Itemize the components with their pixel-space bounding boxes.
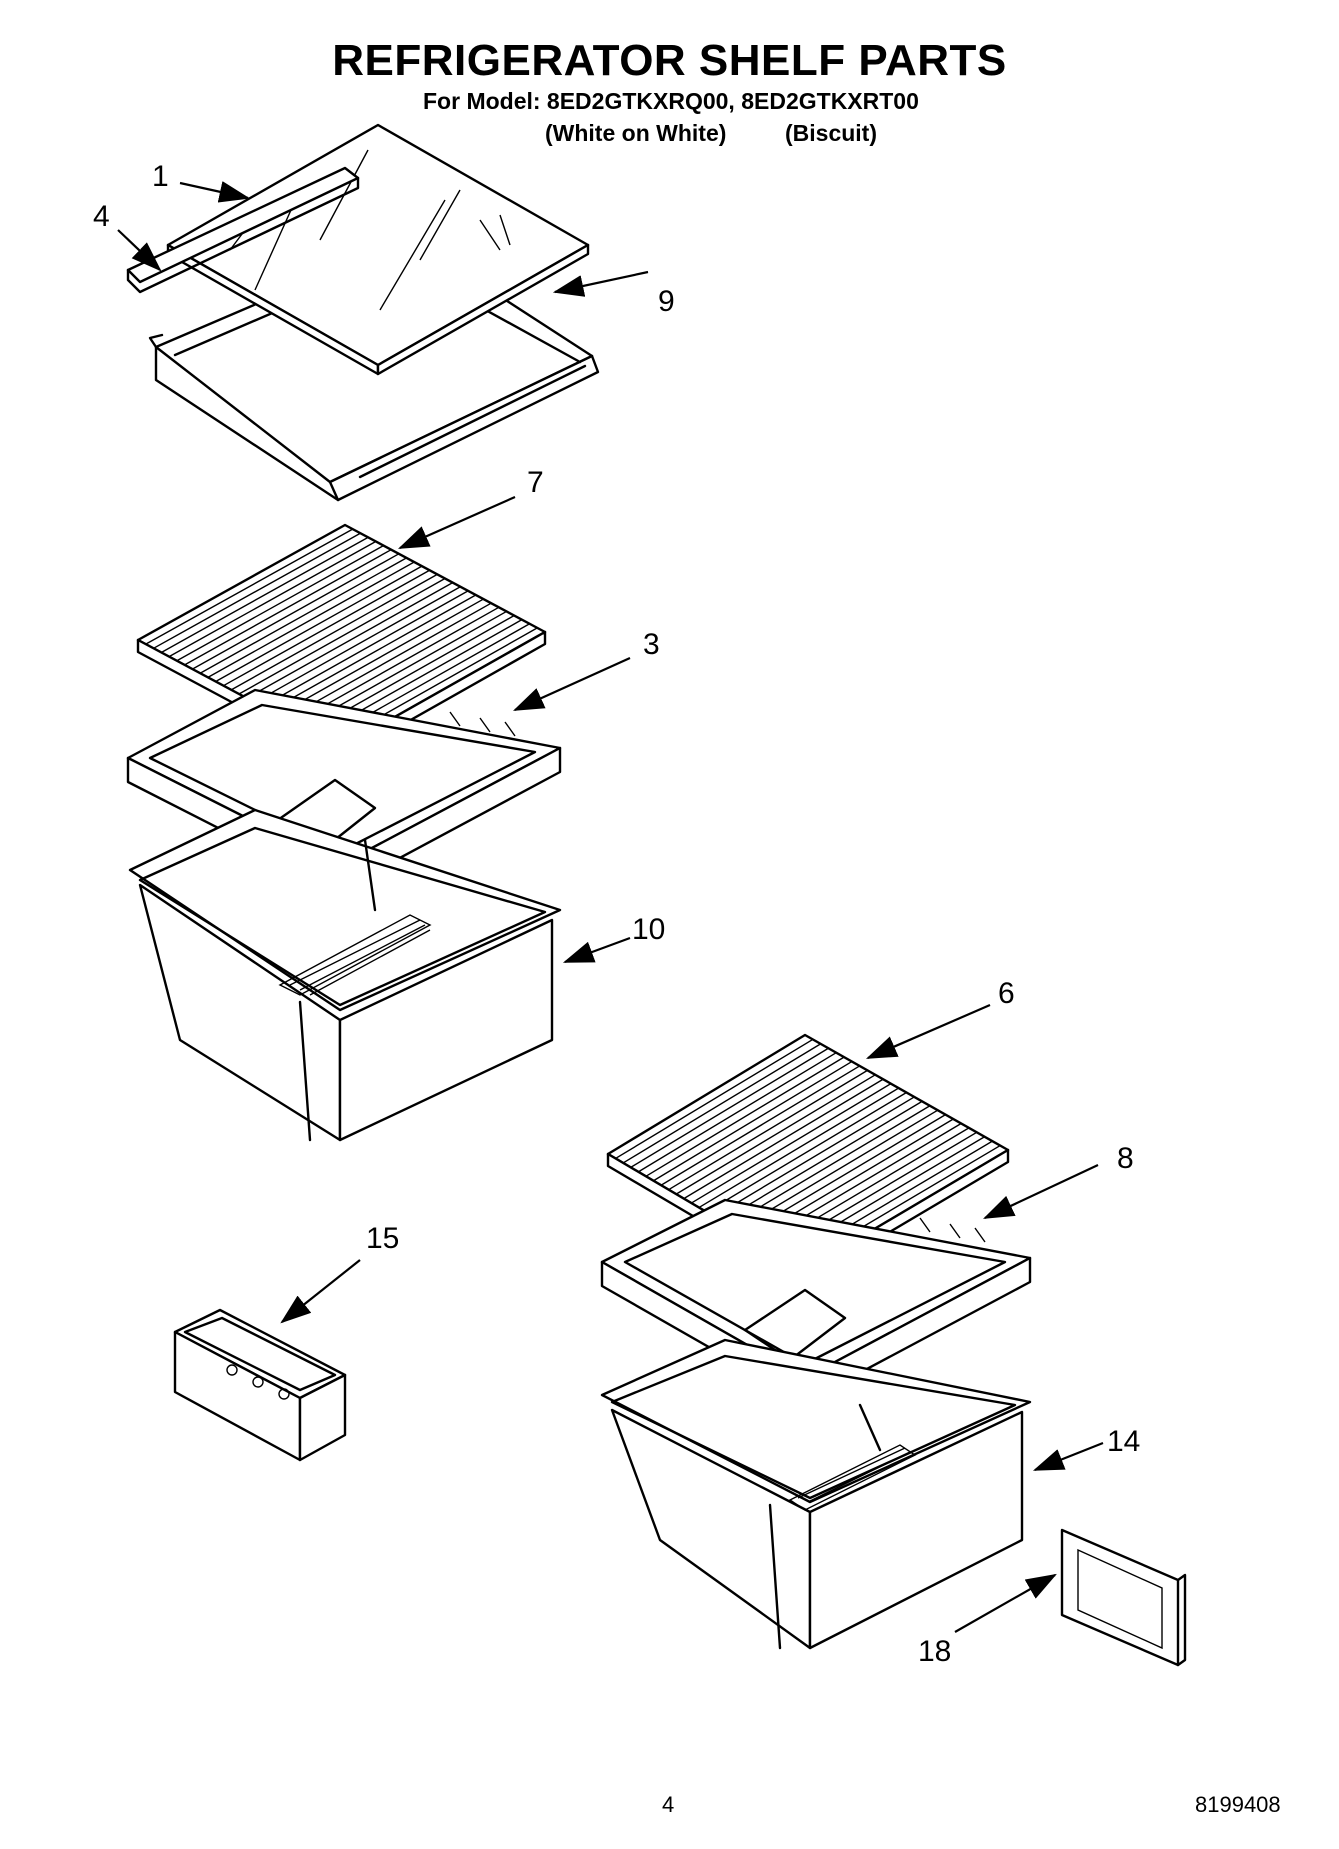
callout-4: 4 [93, 200, 110, 233]
panel-rib [683, 1078, 884, 1200]
document-number: 8199408 [1195, 1792, 1281, 1817]
panel-rib [675, 1074, 876, 1195]
glass-shelf-part-1 [166, 123, 590, 376]
panel-rib [192, 553, 400, 670]
panel-rib [223, 569, 430, 687]
callout-10: 10 [632, 913, 666, 946]
panel-rib [645, 1056, 845, 1177]
callout-3: 3 [643, 628, 660, 661]
callout-18: 18 [918, 1635, 952, 1668]
panel-rib [285, 602, 492, 720]
panel-rib [261, 590, 469, 708]
panel-rib [199, 557, 407, 674]
panel-rib [713, 1096, 915, 1218]
callout-arrows [117, 181, 1104, 1633]
panel-rib [160, 536, 369, 654]
panel-rib [184, 549, 392, 666]
panel-rib [269, 594, 477, 712]
panel-rib [637, 1052, 837, 1173]
panel-rib [230, 573, 438, 691]
panel-rib [690, 1083, 892, 1204]
storage-bin-part-15 [173, 1308, 347, 1462]
panel-rib [615, 1038, 814, 1160]
panel-rib [215, 565, 423, 683]
label-part-18 [1060, 1528, 1187, 1667]
panel-rib [277, 598, 484, 716]
panel-rib [153, 532, 361, 649]
page-title: REFRIGERATOR SHELF PARTS [332, 36, 1007, 85]
page-number: 4 [662, 1792, 675, 1817]
front-trim-part-4 [126, 166, 360, 294]
panel-rib [622, 1043, 821, 1164]
callout-9: 9 [658, 285, 675, 318]
callout-8: 8 [1117, 1142, 1134, 1175]
panel-rib [246, 582, 454, 699]
crisper-drawer-part-10 [128, 808, 562, 1142]
callout-7: 7 [527, 466, 544, 499]
panel-rib [207, 561, 415, 678]
callout-1: 1 [152, 160, 169, 193]
panel-rib [660, 1065, 861, 1186]
panel-rib [168, 540, 377, 658]
panel-rib [698, 1087, 900, 1209]
panel-rib [176, 544, 384, 662]
panel-rib [254, 586, 461, 703]
panel-rib [668, 1069, 868, 1191]
variant-biscuit: (Biscuit) [785, 120, 877, 146]
callout-14: 14 [1107, 1425, 1141, 1458]
panel-rib [630, 1047, 829, 1168]
crisper-drawer-part-14 [600, 1338, 1032, 1650]
callout-6: 6 [998, 977, 1015, 1010]
panel-rib [721, 1100, 923, 1222]
panel-rib [238, 577, 446, 695]
callout-15: 15 [366, 1222, 400, 1255]
panel-rib [145, 528, 354, 645]
model-line: For Model: 8ED2GTKXRQ00, 8ED2GTKXRT00 [423, 88, 919, 114]
panel-rib [728, 1105, 931, 1226]
panel-rib [653, 1060, 853, 1182]
variant-white: (White on White) [545, 120, 727, 146]
panel-rib [706, 1091, 907, 1213]
